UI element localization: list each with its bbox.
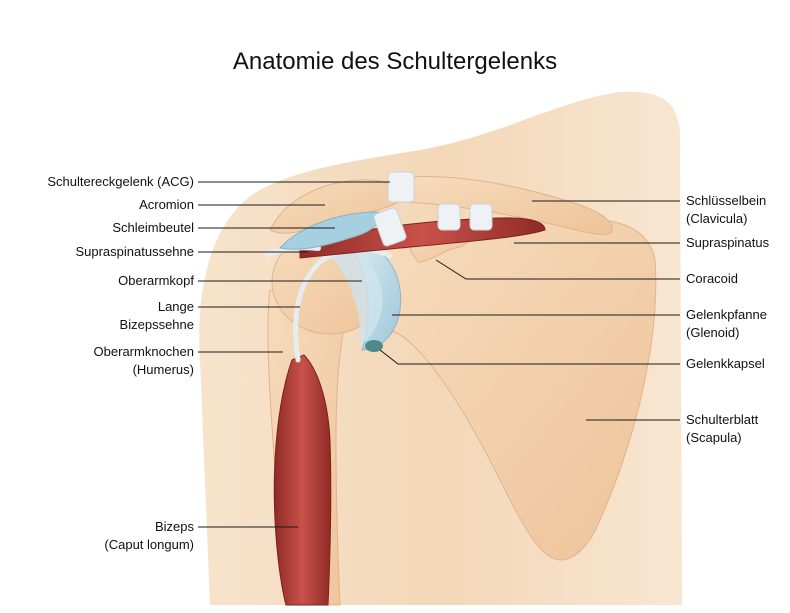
label-clavicle-line-2: (Clavicula) [686, 211, 748, 226]
label-humerus-line-2: (Humerus) [132, 362, 194, 377]
label-scapula: Schulterblatt (Scapula) [686, 411, 758, 447]
label-supraspinatus-tendon-line-1: Supraspinatussehne [75, 244, 194, 259]
label-glenoid-line-2: (Glenoid) [686, 325, 740, 340]
leader-coracoid [435, 259, 680, 280]
label-clavicle: Schlüsselbein (Clavicula) [686, 192, 766, 228]
label-humerus: Oberarmknochen (Humerus) [94, 343, 194, 379]
label-clavicle-line-1: Schlüsselbein [686, 193, 767, 208]
label-scapula-line-2: (Scapula) [686, 430, 742, 445]
label-coracoid-line-1: Coracoid [686, 271, 739, 286]
humeral-head-cartilage [318, 245, 383, 345]
ac-ligament [387, 171, 415, 203]
joint-capsule [365, 340, 383, 352]
label-acg-line-1: Schultereckgelenk (ACG) [47, 174, 194, 189]
label-acg: Schultereckgelenk (ACG) [47, 173, 194, 191]
label-humeral-head-line-1: Oberarmkopf [118, 273, 194, 288]
label-biceps-line-1: Bizeps [154, 519, 194, 534]
label-scapula-line-1: Schulterblatt [686, 412, 759, 427]
label-biceps-long-tendon-line-2: Bizepssehne [119, 317, 194, 332]
label-biceps-line-2: (Caput longum) [104, 537, 194, 552]
label-acromion: Acromion [139, 196, 194, 214]
leader-capsule [379, 349, 680, 365]
label-biceps: Bizeps (Caput longum) [104, 518, 194, 554]
label-glenoid-line-1: Gelenkpfanne [686, 307, 767, 322]
label-biceps-long-tendon: Lange Bizepssehne [120, 298, 194, 334]
label-humerus-line-1: Oberarmknochen [93, 344, 194, 359]
label-bursa-line-1: Schleimbeutel [112, 220, 194, 235]
label-acromion-line-1: Acromion [139, 197, 194, 212]
coracoclavicular-ligament-1 [437, 203, 461, 231]
label-supraspinatus-line-1: Supraspinatus [686, 235, 770, 250]
label-capsule-line-1: Gelenkkapsel [686, 356, 765, 371]
label-biceps-long-tendon-line-1: Lange [157, 299, 194, 314]
label-humeral-head: Oberarmkopf [118, 272, 194, 290]
label-capsule: Gelenkkapsel [686, 355, 765, 373]
label-supraspinatus-tendon: Supraspinatussehne [75, 243, 194, 261]
label-bursa: Schleimbeutel [112, 219, 194, 237]
diagram-title: Anatomie des Schultergelenks [232, 48, 558, 75]
label-supraspinatus: Supraspinatus [686, 234, 769, 252]
label-coracoid: Coracoid [686, 270, 738, 288]
label-glenoid: Gelenkpfanne (Glenoid) [686, 306, 767, 342]
biceps-muscle [273, 354, 332, 606]
coracoclavicular-ligament-2 [469, 203, 493, 231]
coracoacromial-ligament [373, 207, 407, 247]
leader-lines [198, 181, 680, 528]
